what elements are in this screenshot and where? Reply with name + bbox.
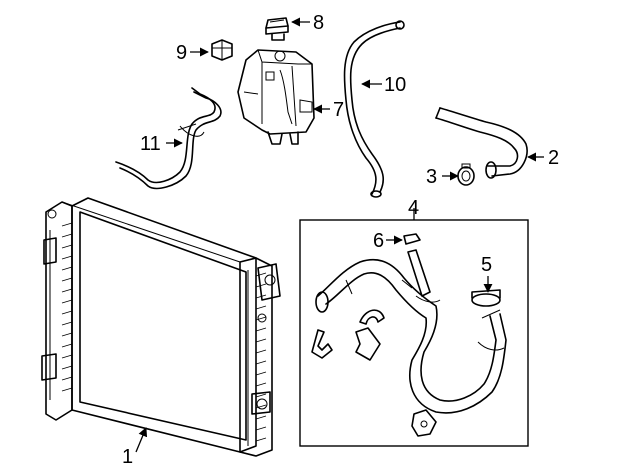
fin-line-left [61, 288, 73, 293]
callout-7: 7 [333, 99, 344, 121]
fin-line-right [255, 426, 267, 431]
bypass-hose-part [115, 87, 222, 190]
fin-line-right [255, 437, 267, 442]
radiator-part [41, 197, 281, 457]
hose-clamp-part [457, 163, 475, 186]
overflow-hose-part [343, 20, 405, 198]
fin-line-right [255, 360, 267, 365]
fin-line-left [61, 310, 73, 315]
callout-8: 8 [313, 12, 324, 34]
fin-line-left [61, 255, 73, 260]
callout-3: 3 [426, 166, 437, 188]
small-clamp-part [403, 233, 421, 245]
fin-line-left [61, 343, 73, 348]
callout-4: 4 [408, 197, 419, 219]
radiator-fins [61, 222, 267, 442]
spring-clamp-part [471, 289, 501, 307]
callout-11: 11 [140, 133, 161, 155]
fin-line-right [255, 415, 267, 420]
fin-line-right [255, 327, 267, 332]
fin-line-left [61, 222, 73, 227]
fin-line-right [255, 371, 267, 376]
fin-line-right [255, 382, 267, 387]
callout-2: 2 [548, 147, 559, 169]
fin-line-right [255, 272, 267, 277]
callout-1: 1 [122, 446, 133, 468]
radiator-cap-part [211, 39, 233, 61]
fin-line-right [255, 338, 267, 343]
lower-hose-kit-box [299, 208, 529, 447]
callout-6: 6 [373, 230, 384, 252]
fin-line-left [61, 244, 73, 249]
callout-leaders [135, 17, 544, 453]
upper-hose-part [435, 107, 528, 179]
callout-5: 5 [481, 254, 492, 276]
fin-line-left [61, 354, 73, 359]
fin-line-right [255, 393, 267, 398]
hose-bracket-parts [311, 309, 437, 437]
fin-line-left [61, 387, 73, 392]
fin-line-right [255, 316, 267, 321]
callout-9: 9 [176, 42, 187, 64]
reservoir-cap-part [265, 17, 289, 41]
fin-line-right [255, 305, 267, 310]
coolant-reservoir-part [237, 49, 315, 145]
fin-line-left [61, 332, 73, 337]
fin-line-left [61, 277, 73, 282]
fin-line-right [255, 283, 267, 288]
fin-line-left [61, 266, 73, 271]
fin-line-left [61, 233, 73, 238]
fin-line-left [61, 376, 73, 381]
fin-line-right [255, 294, 267, 299]
fin-line-left [61, 321, 73, 326]
fin-line-left [61, 365, 73, 370]
lower-hose-part [315, 249, 507, 414]
fin-line-left [61, 299, 73, 304]
callout-10: 10 [384, 74, 406, 96]
fin-line-right [255, 349, 267, 354]
fin-line-right [255, 404, 267, 409]
